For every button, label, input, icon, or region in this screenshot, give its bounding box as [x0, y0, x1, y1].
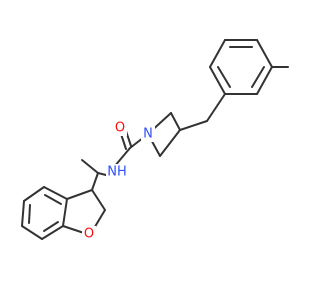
- molecule-structure: O N NH O: [21, 39, 289, 242]
- bond: [206, 93, 226, 122]
- bond: [21, 200, 25, 227]
- bond: [62, 225, 85, 234]
- atom-amide-nitrogen: NH: [106, 164, 128, 180]
- double-bond-inner: [217, 66, 231, 88]
- bond: [43, 186, 68, 200]
- amide-nitrogen-label: NH: [107, 165, 127, 180]
- bond: [91, 189, 106, 211]
- bond: [209, 39, 226, 68]
- atom-azetidine-nitrogen: N: [141, 126, 155, 142]
- tolyl-ring: [209, 39, 289, 95]
- bond: [41, 225, 64, 240]
- bond: [179, 120, 208, 131]
- structure-canvas: O N NH O: [21, 39, 289, 242]
- bond: [170, 112, 181, 131]
- azetidine-nitrogen-label: N: [143, 127, 153, 142]
- bond: [62, 198, 68, 227]
- bond: [256, 39, 273, 68]
- double-bond-inner: [251, 66, 265, 88]
- bond: [21, 225, 43, 240]
- bond: [159, 129, 181, 157]
- furan-oxygen-label: O: [84, 227, 94, 242]
- double-bond-inner: [43, 221, 59, 232]
- bond: [23, 186, 45, 202]
- bond: [81, 159, 99, 174]
- carbonyl-oxygen-label: O: [115, 121, 125, 136]
- bond: [256, 66, 273, 95]
- double-bond-inner: [28, 204, 31, 224]
- atom-furan-oxygen: O: [82, 226, 96, 242]
- double-bond-inner: [44, 194, 62, 205]
- atom-carbonyl-oxygen: O: [113, 120, 127, 136]
- bond: [66, 189, 93, 200]
- dihydrobenzofuran: [21, 186, 106, 240]
- bond: [113, 147, 131, 168]
- bond: [209, 66, 226, 95]
- bond: [91, 172, 99, 191]
